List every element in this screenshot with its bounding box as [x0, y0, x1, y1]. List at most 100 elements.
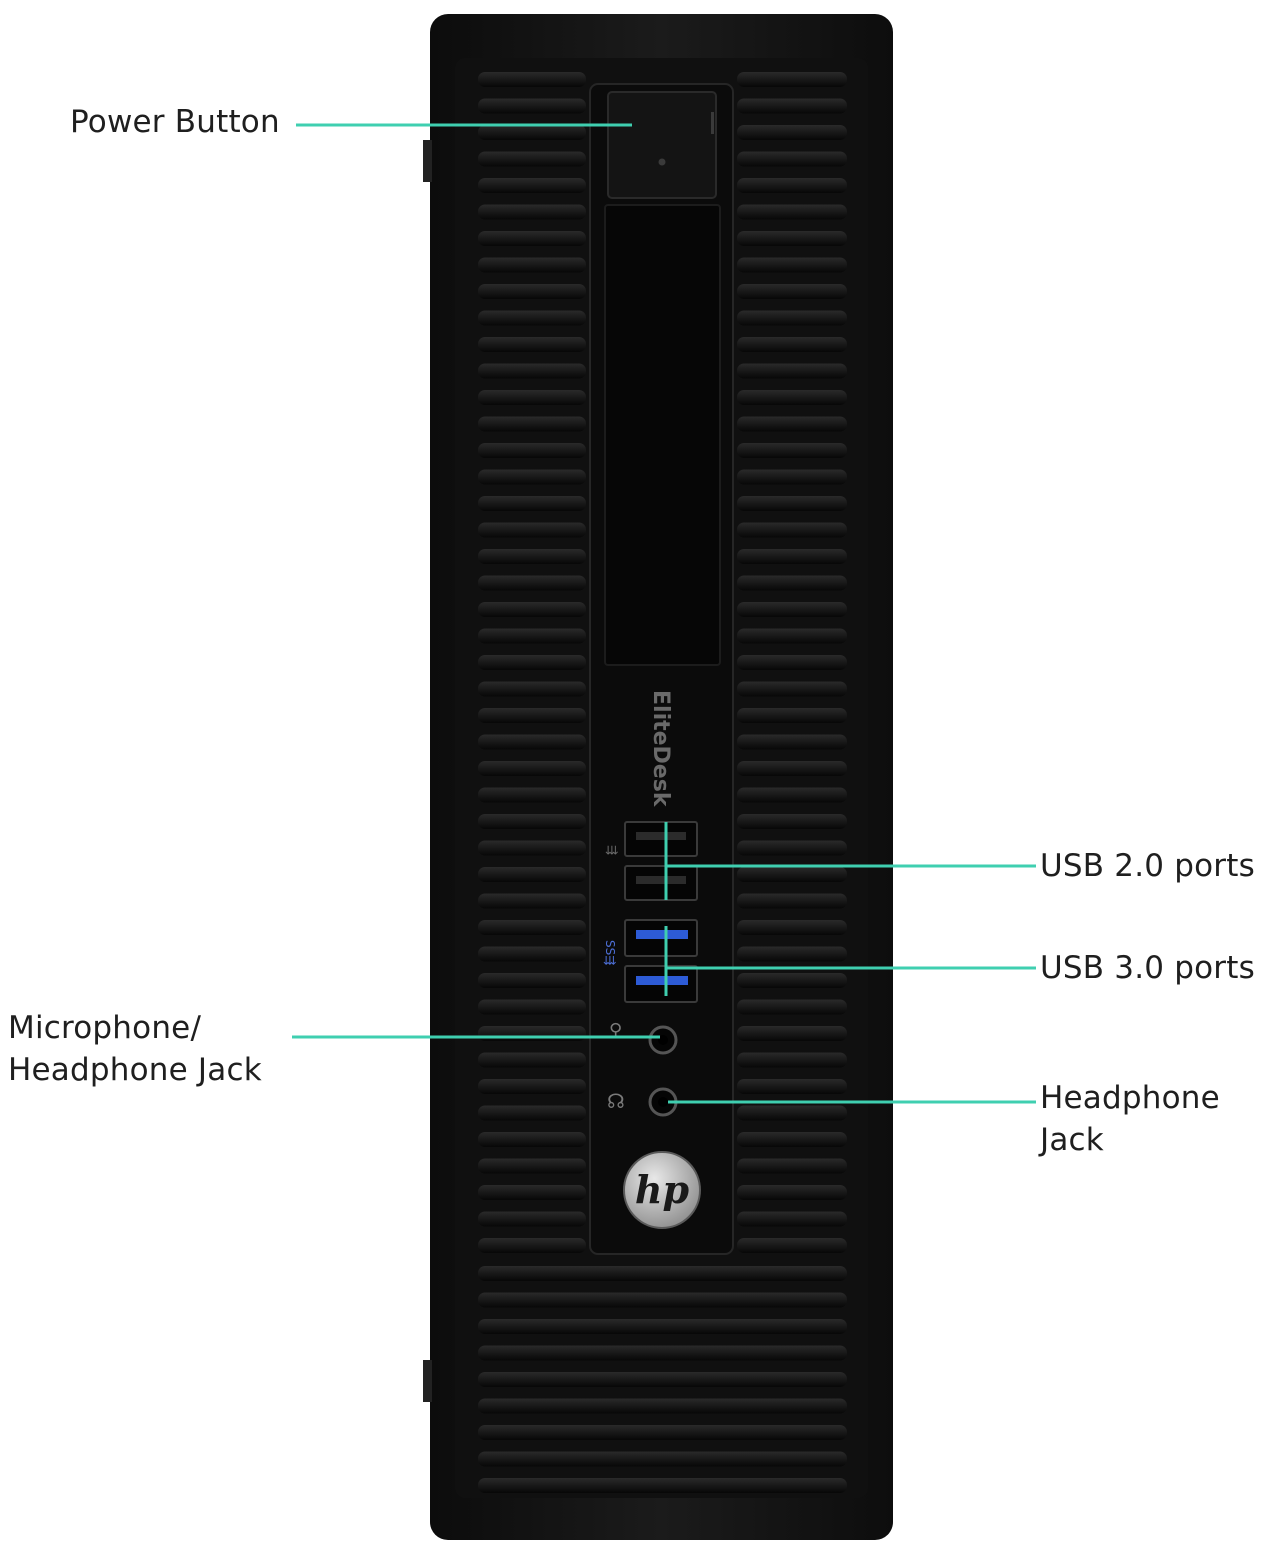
vent-slat — [737, 999, 847, 1015]
vent-slat — [478, 416, 586, 432]
headphone-jack-hole — [658, 1097, 668, 1107]
vent-slat — [737, 231, 847, 246]
vent-slat — [737, 363, 847, 379]
mic-jack-label-line2: Headphone Jack — [8, 1052, 262, 1088]
usb3-callout-line — [664, 926, 1036, 996]
vent-slat — [478, 231, 586, 246]
vent-slat — [478, 655, 586, 670]
side-latch-top — [423, 140, 432, 182]
ss-usb-symbol-icon: SS⇶ — [603, 940, 617, 965]
vent-slat — [478, 708, 586, 723]
vent-slat — [737, 893, 847, 909]
vent-slat — [478, 363, 586, 379]
vent-slat — [478, 125, 586, 140]
vent-slat — [737, 946, 847, 962]
usb3-ports[interactable]: SS⇶ — [603, 919, 698, 1003]
usb3-port-top-tongue — [636, 930, 688, 939]
optical-bay — [604, 204, 721, 666]
vent-slat — [737, 761, 847, 776]
vent-slat — [737, 72, 847, 87]
vent-slat — [737, 708, 847, 723]
vent-slat — [737, 390, 847, 405]
vent-slat — [478, 337, 586, 352]
vent-slat — [737, 416, 847, 432]
vent-slat — [478, 204, 586, 220]
vent-slat — [478, 575, 586, 591]
vent-slat — [737, 98, 847, 114]
vent-slat — [737, 310, 847, 326]
usb3-ports-label: USB 3.0 ports — [1040, 950, 1255, 986]
vent-slat — [478, 973, 586, 988]
vent-slat — [737, 1026, 847, 1041]
hp-logo-text: hp — [635, 1167, 690, 1212]
vent-slat — [478, 734, 586, 750]
vent-slat — [478, 628, 586, 644]
vent-slat — [478, 310, 586, 326]
vent-slat — [478, 814, 586, 829]
vent-slat — [737, 469, 847, 485]
power-button[interactable] — [607, 91, 717, 199]
usb2-ports[interactable]: ⇶ — [605, 821, 698, 901]
vent-slat — [737, 814, 847, 829]
vent-slat — [737, 973, 847, 988]
vent-slat — [478, 1132, 586, 1147]
vent-slat — [737, 1105, 847, 1121]
vent-slat — [478, 1398, 847, 1414]
vent-slat — [478, 257, 586, 273]
vent-slat — [478, 178, 586, 193]
vent-slat — [737, 178, 847, 193]
vent-slat — [737, 337, 847, 352]
usb2-port-top-tongue — [636, 832, 686, 840]
vent-slat — [737, 549, 847, 564]
vent-slat — [737, 1132, 847, 1147]
vent-slat — [478, 893, 586, 909]
vent-slat — [478, 151, 586, 167]
vent-slat — [478, 1372, 847, 1387]
vent-slat — [737, 1185, 847, 1200]
vent-slat — [737, 734, 847, 750]
vent-slat — [478, 867, 586, 882]
vent-slat — [478, 1292, 847, 1308]
vent-slat — [478, 1211, 586, 1227]
vent-slat — [737, 1079, 847, 1094]
vent-slat — [478, 284, 586, 299]
vent-slat — [478, 840, 586, 856]
vent-slat — [737, 1211, 847, 1227]
usb2-ports-label: USB 2.0 ports — [1040, 848, 1255, 884]
vent-slat — [478, 390, 586, 405]
vent-slat — [478, 1319, 847, 1334]
vent-slat — [478, 761, 586, 776]
power-indicator-slit — [711, 112, 714, 134]
vent-slat — [478, 1238, 586, 1253]
model-text: EliteDesk — [648, 690, 673, 808]
vent-slat — [478, 787, 586, 803]
vent-slat — [737, 920, 847, 935]
vent-slat — [737, 840, 847, 856]
vent-slat — [478, 1052, 586, 1068]
vent-slat — [737, 655, 847, 670]
vent-slat — [478, 946, 586, 962]
vent-slat — [478, 549, 586, 564]
mic-headphone-jack-hole — [658, 1035, 668, 1045]
callout-lines — [292, 123, 1036, 1104]
vent-slat — [478, 1105, 586, 1121]
hp-logo: hp — [623, 1151, 701, 1229]
vent-slat — [478, 1478, 847, 1493]
vent-slat — [737, 496, 847, 511]
vent-slat — [737, 151, 847, 167]
vent-slat — [478, 1026, 586, 1041]
vent-slat — [737, 1238, 847, 1253]
vent-slat — [478, 1079, 586, 1094]
vent-slat — [478, 681, 586, 697]
drive-activity-led — [658, 158, 666, 166]
vent-slat — [737, 257, 847, 273]
vent-slat — [478, 1345, 847, 1361]
usb-symbol-icon: ⇶ — [605, 845, 619, 855]
vent-slat — [737, 443, 847, 458]
vent-slat — [737, 628, 847, 644]
vent-slat — [737, 1158, 847, 1174]
vent-slat — [478, 496, 586, 511]
headphone-jack-label-line2: Jack — [1040, 1122, 1104, 1158]
power-button-label: Power Button — [70, 104, 280, 140]
